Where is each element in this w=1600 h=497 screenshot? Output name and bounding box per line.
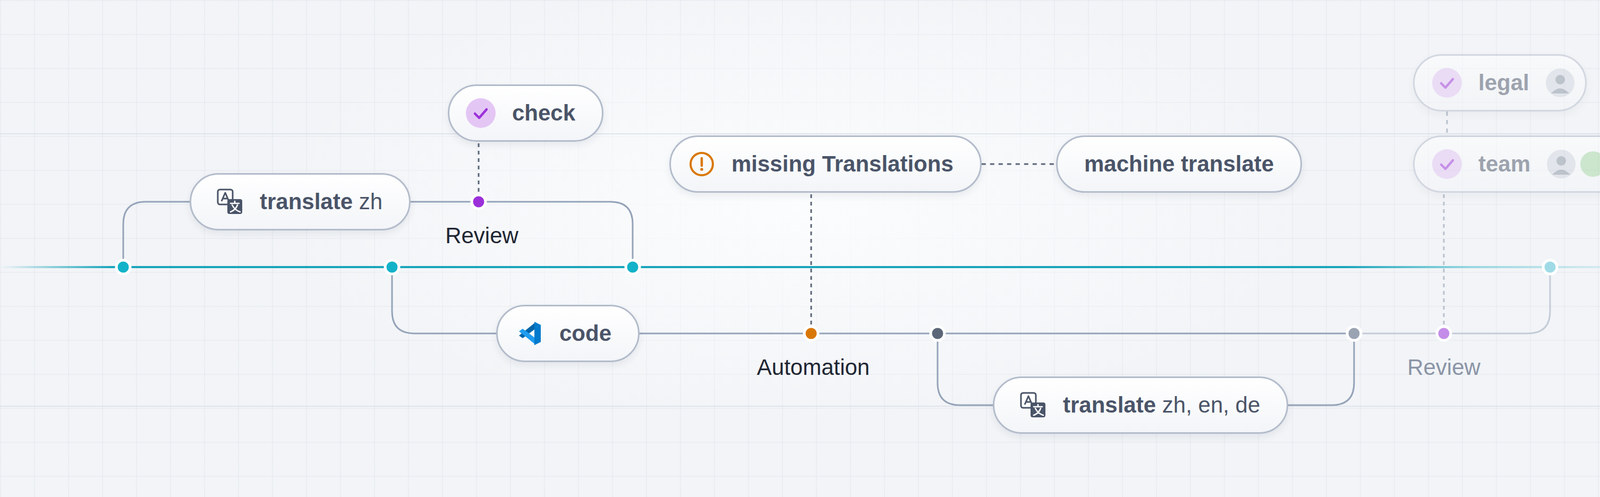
- avatar-part: [1551, 88, 1570, 95]
- icon-part: [700, 167, 704, 172]
- step-title: machine translate: [1084, 152, 1274, 176]
- icon-part: [230, 201, 241, 212]
- step-title: check: [512, 101, 576, 125]
- branch-dot: [930, 326, 945, 341]
- icon-part: [1019, 392, 1047, 419]
- step-title: translate: [259, 190, 353, 214]
- icon-part: [688, 150, 716, 178]
- icon-part: [1033, 404, 1044, 416]
- icon-part: [1432, 67, 1462, 98]
- icon-part: [1432, 149, 1462, 180]
- step-pill: missing Translations: [669, 135, 982, 193]
- review-dot: [471, 194, 486, 209]
- avatar-part: [1556, 156, 1567, 166]
- dashed-connector: [981, 163, 1057, 166]
- step-pill: machine translate: [1056, 135, 1302, 193]
- icon-part: [534, 321, 541, 346]
- step-icon: [688, 150, 716, 178]
- icon-part: [518, 328, 536, 345]
- step-pill: team: [1413, 135, 1600, 193]
- step-pill: code: [496, 304, 640, 363]
- icon-part: [1432, 149, 1462, 180]
- avatar-part: [1552, 169, 1571, 176]
- timeline-dot: [385, 260, 399, 275]
- icon-part: [1441, 79, 1453, 88]
- avatar-part: [1580, 151, 1600, 177]
- timeline-dot: [1543, 260, 1557, 275]
- stage-label: Review: [445, 223, 519, 249]
- icon-part: [516, 320, 543, 347]
- avatar-part: [1545, 68, 1575, 98]
- avatar-part: [1545, 68, 1575, 98]
- automation-dot: [804, 326, 819, 341]
- step-icon: [516, 320, 543, 347]
- avatar-part: [1546, 149, 1576, 179]
- step-pill: check: [447, 84, 604, 142]
- step-title: legal: [1478, 71, 1530, 95]
- reviewer-avatar: [1578, 149, 1600, 179]
- step-icon: [216, 188, 244, 216]
- icon-part: [216, 188, 244, 216]
- leader-line: [810, 194, 813, 326]
- step-pill: translate zh, en, de: [992, 376, 1289, 434]
- icon-part: [474, 109, 487, 118]
- guide-line: [0, 405, 1600, 407]
- icon-part: [1432, 67, 1462, 98]
- review-dot: [1436, 326, 1451, 341]
- icon-part: [1441, 160, 1453, 169]
- stage-label: Automation: [756, 355, 870, 380]
- icon-part: [465, 98, 496, 129]
- branch-dot: [1347, 326, 1361, 341]
- step-title: translate: [1062, 394, 1156, 417]
- avatar-part: [1578, 149, 1600, 179]
- reviewer-avatar: [1545, 68, 1575, 98]
- icon-part: [700, 158, 704, 166]
- step-detail: zh, en, de: [1162, 394, 1261, 417]
- main-line: [0, 266, 1600, 269]
- dashed-connector: [1446, 111, 1449, 136]
- step-icon: [1019, 392, 1047, 419]
- timeline-dot: [625, 260, 640, 275]
- icon-part: [227, 199, 243, 215]
- step-pill: legal: [1413, 54, 1587, 112]
- reviewer-avatar: [1546, 149, 1576, 179]
- icon-part: [690, 152, 713, 176]
- step-title: team: [1478, 152, 1531, 176]
- icon-part: [465, 98, 496, 129]
- icon-part: [1030, 402, 1046, 418]
- leader-line: [1443, 194, 1445, 326]
- leader-line: [478, 143, 480, 194]
- step-icon: [1432, 149, 1462, 180]
- timeline-dot: [116, 260, 131, 275]
- step-detail: zh: [359, 190, 383, 214]
- step-icon: [1432, 67, 1462, 98]
- step-title: code: [559, 322, 612, 345]
- avatar-part: [1546, 149, 1576, 179]
- step-pill: translatezh: [189, 173, 411, 231]
- branch-line: [1354, 267, 1551, 334]
- step-icon: [465, 98, 496, 129]
- guide-line: [0, 133, 1600, 135]
- stage-label: Review: [1407, 355, 1481, 380]
- step-title: missing Translations: [731, 152, 954, 176]
- avatar-part: [1555, 74, 1565, 85]
